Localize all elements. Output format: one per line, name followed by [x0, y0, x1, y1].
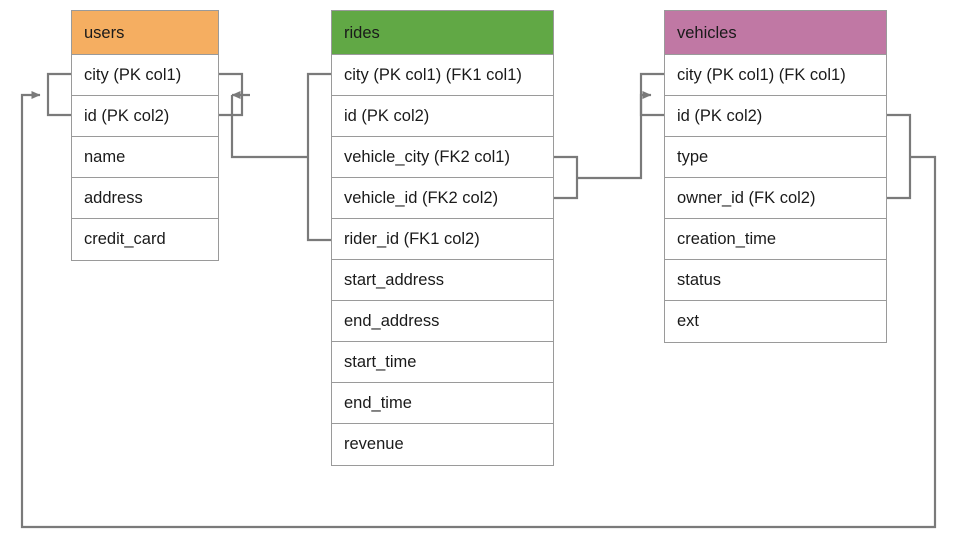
- table-users-column-city[interactable]: city (PK col1): [72, 55, 218, 96]
- table-users-column-address[interactable]: address: [72, 178, 218, 219]
- table-vehicles-column-type[interactable]: type: [665, 137, 886, 178]
- table-vehicles-column-id[interactable]: id (PK col2): [665, 96, 886, 137]
- table-users-title: users: [72, 11, 218, 55]
- rides-right-bracket-fk2: [554, 155, 579, 200]
- table-rides-column-id[interactable]: id (PK col2): [332, 96, 553, 137]
- rides-left-bracket-fk1: [306, 72, 331, 242]
- table-rides-column-end-time[interactable]: end_time: [332, 383, 553, 424]
- fk2-connector: [577, 91, 652, 180]
- table-rides-column-end-address[interactable]: end_address: [332, 301, 553, 342]
- table-users-column-name[interactable]: name: [72, 137, 218, 178]
- fk1-connector: [230, 95, 308, 159]
- table-vehicles-title: vehicles: [665, 11, 886, 55]
- table-vehicles-column-creation-time[interactable]: creation_time: [665, 219, 886, 260]
- table-rides-column-vehicle-city[interactable]: vehicle_city (FK2 col1): [332, 137, 553, 178]
- table-users-column-id[interactable]: id (PK col2): [72, 96, 218, 137]
- table-vehicles[interactable]: vehicles city (PK col1) (FK col1) id (PK…: [664, 10, 887, 343]
- table-vehicles-column-owner-id[interactable]: owner_id (FK col2): [665, 178, 886, 219]
- table-vehicles-column-city[interactable]: city (PK col1) (FK col1): [665, 55, 886, 96]
- table-rides-column-start-time[interactable]: start_time: [332, 342, 553, 383]
- table-rides-column-revenue[interactable]: revenue: [332, 424, 553, 465]
- users-left-bracket: [46, 72, 71, 117]
- table-rides-column-vehicle-id[interactable]: vehicle_id (FK2 col2): [332, 178, 553, 219]
- table-users-column-credit-card[interactable]: credit_card: [72, 219, 218, 260]
- table-vehicles-column-status[interactable]: status: [665, 260, 886, 301]
- table-vehicles-column-ext[interactable]: ext: [665, 301, 886, 342]
- table-rides-column-rider-id[interactable]: rider_id (FK1 col2): [332, 219, 553, 260]
- users-right-bracket-fk1: [219, 72, 244, 117]
- vehicles-right-bracket-fk: [887, 113, 912, 200]
- table-rides-column-start-address[interactable]: start_address: [332, 260, 553, 301]
- table-rides[interactable]: rides city (PK col1) (FK1 col1) id (PK c…: [331, 10, 554, 466]
- vehicles-left-bracket-fk2: [639, 72, 664, 117]
- table-users[interactable]: users city (PK col1) id (PK col2) name a…: [71, 10, 219, 261]
- table-rides-title: rides: [332, 11, 553, 55]
- table-rides-column-city[interactable]: city (PK col1) (FK1 col1): [332, 55, 553, 96]
